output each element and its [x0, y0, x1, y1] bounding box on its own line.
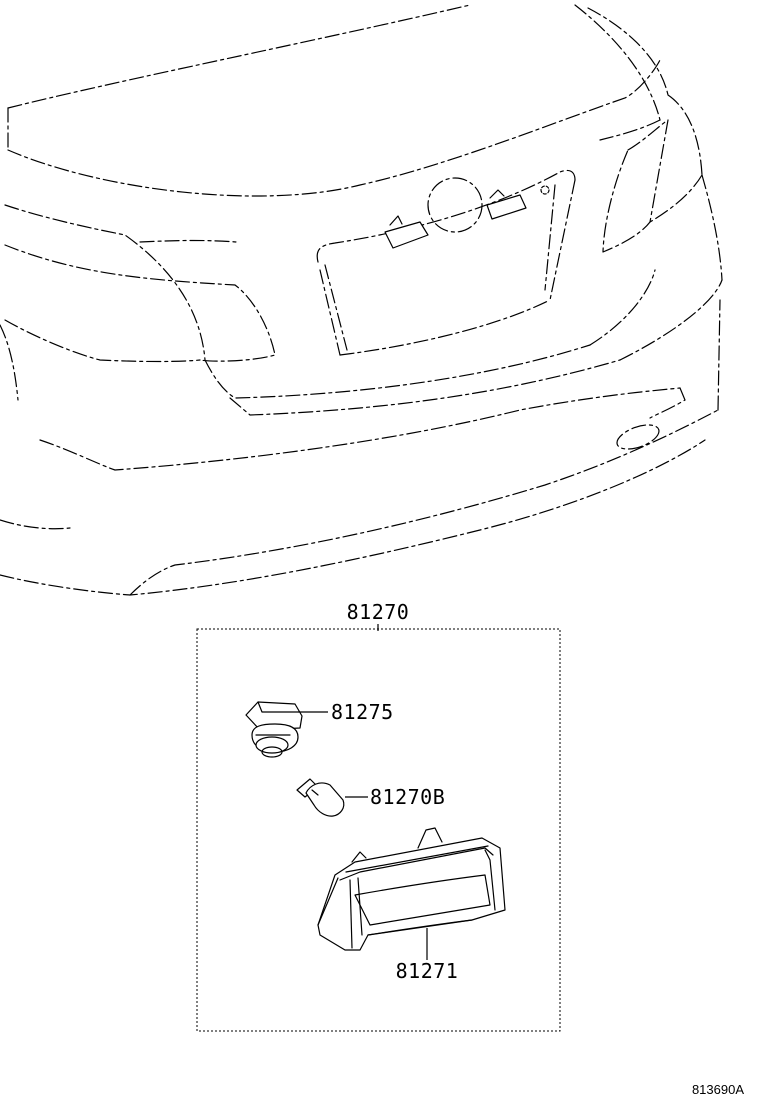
- lens-part-number: 81271: [396, 959, 459, 983]
- license-plate-lamp-lens-icon: [317, 827, 506, 951]
- assembly-part-number: 81270: [347, 600, 410, 624]
- bulb-part-number: 81270B: [370, 785, 445, 809]
- assembly-group: 81270: [196, 600, 561, 1032]
- diagram-reference-code: 813690A: [692, 1082, 744, 1097]
- socket-part-number: 81275: [331, 700, 394, 724]
- wedge-bulb-icon: [296, 778, 345, 817]
- bulb-socket-icon: [245, 701, 303, 758]
- assembly-box: [196, 628, 561, 1032]
- vehicle-rear-outline: [0, 4, 723, 596]
